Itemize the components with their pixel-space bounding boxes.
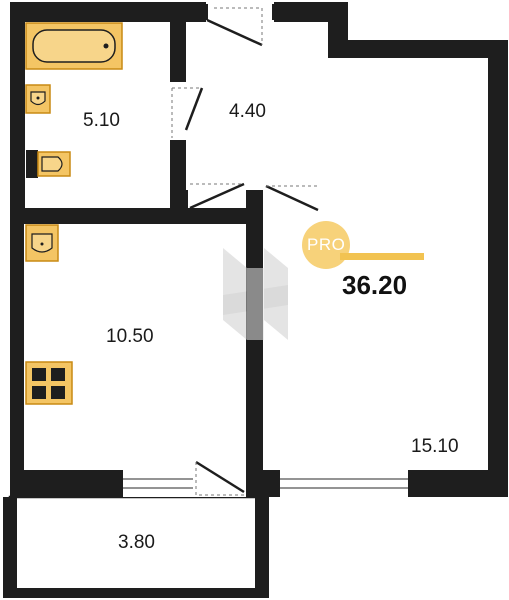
room-area-living-room: 15.10 <box>411 436 459 457</box>
bathroom-door-swing <box>171 87 202 138</box>
room-area-bathroom: 5.10 <box>83 110 120 131</box>
entrance-door-gap <box>206 2 274 22</box>
toilet-icon <box>26 150 71 178</box>
balcony-door-swing <box>195 462 244 496</box>
bathroom-door-gap <box>170 82 186 140</box>
living-door-leaf <box>265 184 319 212</box>
pro-badge-label: PRO <box>307 235 346 254</box>
kitchen-window-gap <box>123 470 193 497</box>
living-window-gap <box>280 470 408 497</box>
entrance-door-leaf <box>206 18 263 47</box>
entrance-door-swing <box>214 7 263 45</box>
pro-badge <box>302 221 424 269</box>
kitchen-sink-icon <box>25 224 59 262</box>
bathtub-icon <box>25 22 123 70</box>
watermark-logo <box>223 248 288 340</box>
room-area-kitchen: 10.50 <box>106 326 154 347</box>
stove-icon <box>25 361 73 405</box>
room-area-balcony: 3.80 <box>118 532 155 553</box>
walls <box>10 2 508 498</box>
balcony-door-leaf <box>195 460 245 494</box>
bathroom-sink-icon <box>25 84 51 114</box>
kitchen-door-leaf <box>189 182 245 210</box>
room-area-hallway: 4.40 <box>229 101 266 122</box>
balcony-outline <box>8 495 265 595</box>
bathroom-door-leaf <box>184 87 204 131</box>
total-area-label: 36.20 <box>342 270 408 300</box>
balcony-door-gap <box>193 470 246 497</box>
